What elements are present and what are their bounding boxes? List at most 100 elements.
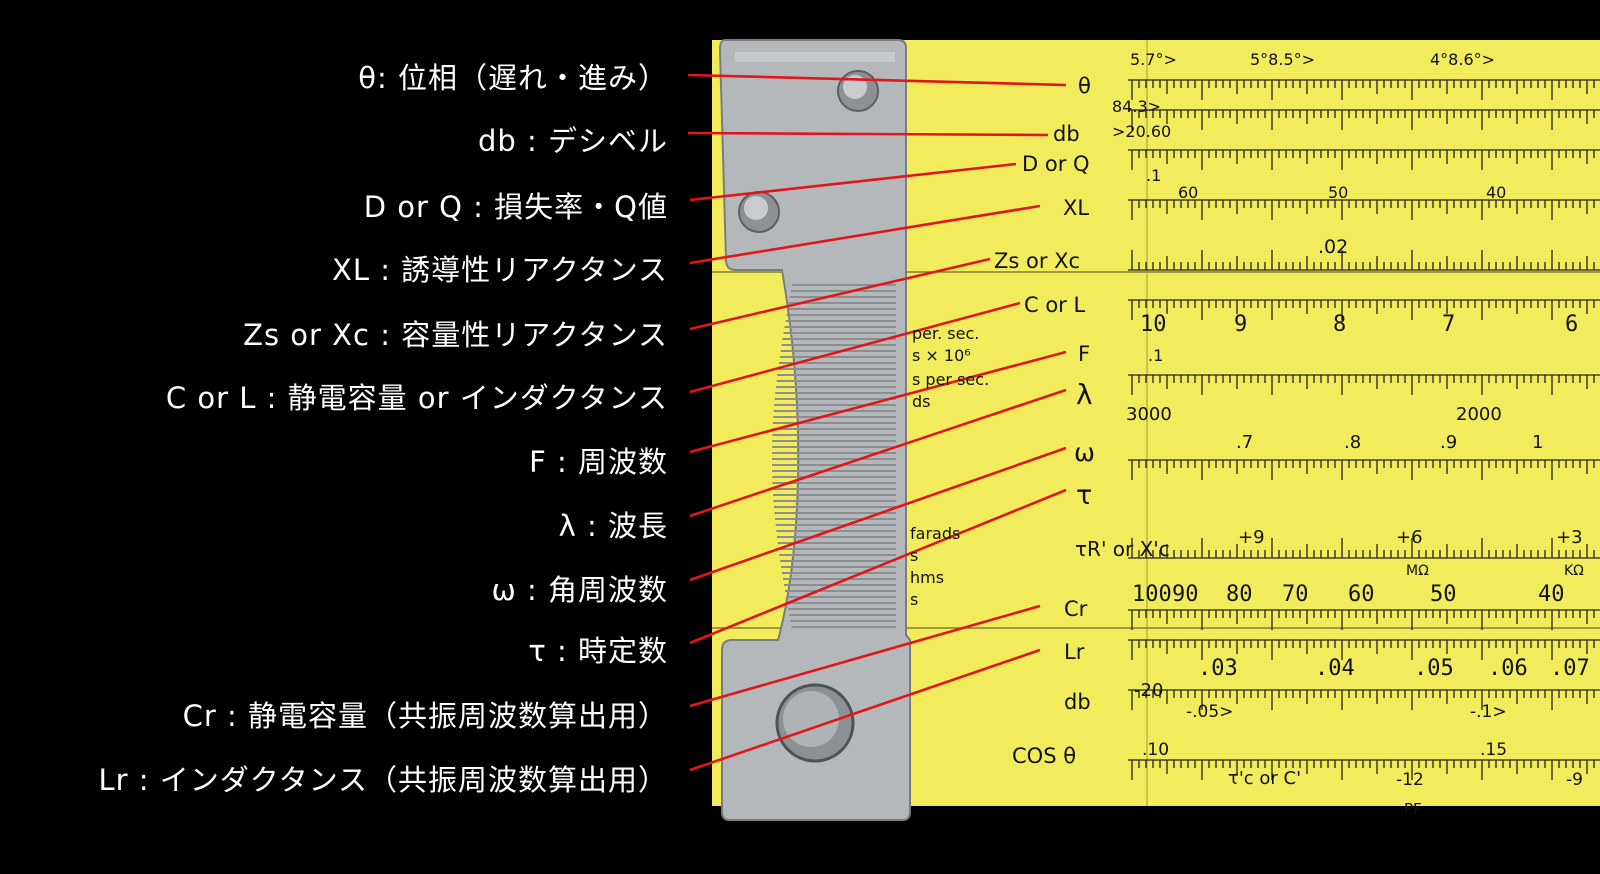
annotation-d-or-q: D or Q : 損失率・Q値 [363, 190, 668, 224]
cl-scale-number: 7 [1442, 312, 1456, 337]
tr-scale-label: τR' or X'c [1075, 537, 1170, 561]
annotation-lambda: λ : 波長 [558, 509, 668, 543]
cr-scale-number: 40 [1538, 582, 1565, 607]
cos-scale-number: -12 [1396, 770, 1424, 790]
leader-line [689, 388, 1067, 518]
rule-label-omega: ω [1074, 438, 1095, 467]
db-scale-number: >20.60 [1112, 122, 1172, 141]
tr-unit-mohm: MΩ [1406, 563, 1429, 579]
side-text: farads [910, 524, 961, 543]
rule-label-db: db [1053, 122, 1080, 146]
annotation-c-or-l: C or L : 静電容量 or インダクタンス [165, 381, 668, 415]
side-text: per. sec. [912, 324, 980, 343]
rivet-bottom-cap [783, 691, 839, 747]
rule-label-cos-theta: COS θ [1012, 744, 1077, 768]
bracket-highlight [735, 52, 895, 62]
tr-scale-number: +9 [1238, 527, 1265, 548]
leader-line [689, 162, 1017, 202]
cr-scale-number: 50 [1430, 582, 1457, 607]
cl-scale-number: 9 [1234, 312, 1248, 337]
cr-scale-number: 70 [1282, 582, 1309, 607]
annotation-f: F : 周波数 [529, 445, 668, 479]
tr-scale-number: +3 [1556, 527, 1583, 548]
f-scale-number: 3000 [1126, 404, 1172, 425]
cl-scale-number: 8 [1333, 312, 1347, 337]
tr-unit-kohm: KΩ [1564, 563, 1584, 579]
annotation-xl: XL : 誘導性リアクタンス [331, 253, 668, 287]
f-scale-number: 2000 [1456, 404, 1502, 425]
cos-tc-label: τ'c or C' [1228, 768, 1302, 789]
side-text: s [910, 590, 919, 609]
leader-line [689, 257, 991, 331]
cos-scale-number: .10 [1142, 740, 1170, 760]
annotation-tau: τ : 時定数 [528, 634, 668, 668]
omega-scale-number: .7 [1236, 432, 1254, 453]
lr-scale-number: .04 [1315, 656, 1355, 681]
cos-scale-number: .15 [1480, 740, 1508, 760]
theta-scale-number: 5°8.5°> [1250, 50, 1316, 69]
leader-line [689, 204, 1041, 265]
omega-scale-number: .9 [1440, 432, 1458, 453]
tr-scale-number: +6 [1396, 527, 1423, 548]
rule-label-tau: τ [1076, 480, 1093, 511]
annotation-lr: Lr : インダクタンス（共振周波数算出用） [98, 763, 668, 797]
side-text: s × 10⁶ [912, 346, 971, 365]
annotation-zs-or-xc: Zs or Xc : 容量性リアクタンス [243, 318, 668, 352]
db-scale-number: 84.3> [1112, 97, 1162, 116]
omega-scale-number: .8 [1344, 432, 1362, 453]
dq-scale-number: .1 [1146, 166, 1162, 185]
theta-scale-number: 5.7°> [1130, 50, 1177, 69]
side-text: s per sec. [912, 370, 990, 389]
leader-line [689, 446, 1067, 582]
rule-label-d-or-q: D or Q [1022, 152, 1090, 176]
rule-label-f: F [1078, 342, 1091, 366]
rule-label-theta: θ [1078, 74, 1091, 98]
cr-scale-number: 90 [1172, 582, 1199, 607]
side-text: s [910, 546, 919, 565]
scale-ticks [1128, 79, 1600, 780]
rivet-middle-cap [744, 196, 768, 220]
rule-label-lr: Lr [1064, 640, 1085, 664]
leader-line [687, 73, 1067, 87]
grip-ridges [772, 284, 896, 628]
xl-scale-number: .02 [1318, 236, 1349, 258]
lr-scale-number: .05 [1414, 656, 1454, 681]
rivet-top-cap [843, 75, 867, 99]
side-text: hms [910, 568, 945, 587]
lr-scale-number: .06 [1488, 656, 1528, 681]
cl-scale-number: 10 [1140, 312, 1167, 337]
lr-scale-number: .07 [1550, 656, 1590, 681]
db2-scale-number: -.05> [1186, 702, 1234, 722]
annotation-omega: ω : 角周波数 [491, 573, 668, 607]
db2-scale-number: -.1> [1470, 702, 1507, 722]
rule-label-cr: Cr [1064, 597, 1088, 621]
cr-scale-number: 80 [1226, 582, 1253, 607]
leader-lines [687, 73, 1067, 772]
rule-label-c-or-l: C or L [1024, 293, 1086, 317]
annotation-cr: Cr : 静電容量（共振周波数算出用） [182, 699, 668, 733]
leader-line [689, 350, 1067, 454]
rule-label-lambda: λ [1076, 378, 1093, 411]
leader-line [687, 131, 1049, 137]
rule-label-zs-or-xc: Zs or Xc [994, 249, 1081, 273]
cl-scale-number: 6 [1565, 312, 1579, 337]
leader-line [689, 488, 1067, 645]
theta-scale-number: 4°8.6°> [1430, 50, 1496, 69]
annotation-db: db : デシベル [477, 124, 668, 158]
db2-scale-number: -20 [1134, 680, 1164, 701]
leader-line [689, 648, 1041, 772]
omega-scale-number: 1 [1532, 432, 1544, 453]
cr-scale-number: 60 [1348, 582, 1375, 607]
rule-label-db-2: db [1064, 690, 1091, 714]
annotation-theta: θ: 位相（遅れ・進み） [358, 61, 668, 95]
dq-scale-number: 50 [1328, 183, 1349, 202]
leader-line [689, 301, 1021, 394]
f-scale-number: .1 [1148, 346, 1164, 365]
leader-line [689, 604, 1041, 708]
side-text: ds [912, 392, 931, 411]
rule-label-xl: XL [1063, 196, 1090, 220]
dq-scale-number: 40 [1486, 183, 1507, 202]
cr-scale-number: 100 [1132, 582, 1172, 607]
cos-scale-number: -9 [1566, 770, 1583, 790]
